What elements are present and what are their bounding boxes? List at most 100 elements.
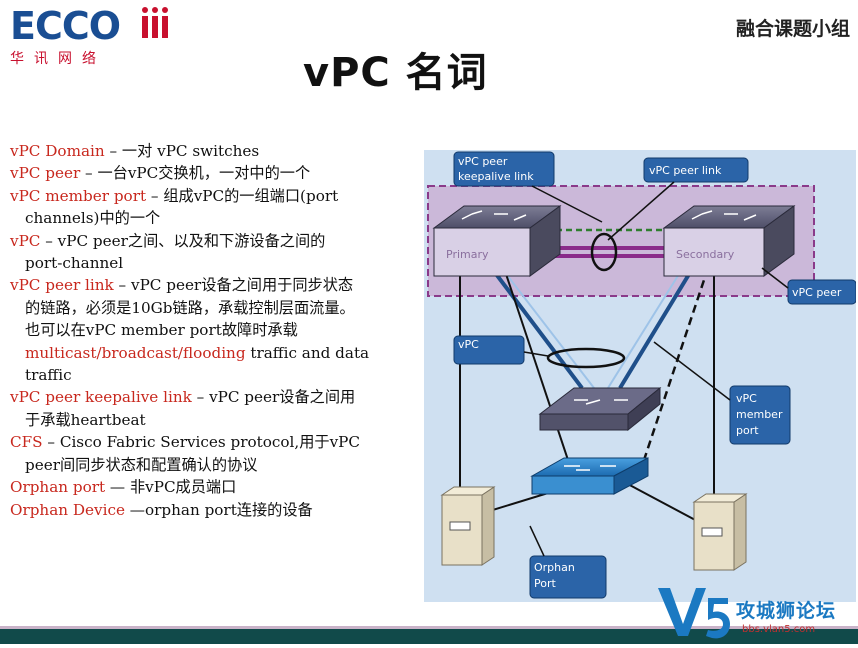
term-line: vPC member port – 组成vPC的一组端口(port bbox=[10, 185, 430, 207]
term-name: vPC peer bbox=[10, 164, 81, 183]
term-name: vPC member port bbox=[10, 186, 147, 205]
term-line: 于承载heartbeat bbox=[10, 409, 430, 431]
server-left bbox=[440, 486, 496, 566]
callout-vpc bbox=[453, 335, 549, 365]
term-definition: 组成vPC的一组端口(port bbox=[163, 186, 339, 205]
term-line: multicast/broadcast/flooding traffic and… bbox=[10, 342, 430, 364]
term-item: Orphan port — 非vPC成员端口 bbox=[10, 476, 430, 498]
term-definition: Cisco Fabric Services protocol,用于vPC bbox=[59, 433, 361, 452]
term-item: vPC – vPC peer之间、以及和下游设备之间的 port-channel bbox=[10, 230, 430, 275]
logo-mark-icon bbox=[142, 7, 168, 38]
term-separator: – bbox=[80, 164, 98, 183]
term-line: peer间同步状态和配置确认的协议 bbox=[10, 454, 430, 476]
term-name: Orphan port bbox=[10, 478, 106, 497]
term-name: vPC Domain bbox=[10, 142, 105, 160]
term-line: vPC peer link – vPC peer设备之间用于同步状态 bbox=[10, 274, 430, 296]
peer-link-ellipse bbox=[590, 232, 618, 272]
page-title: vPC 名词 bbox=[303, 50, 488, 96]
vpc-link-2 bbox=[618, 264, 696, 390]
primary-switch bbox=[432, 205, 562, 277]
term-definition: 一对 vPC switches bbox=[121, 142, 260, 160]
callout-orphan-port bbox=[529, 525, 607, 599]
term-name: CFS bbox=[10, 433, 43, 452]
term-line: vPC Domain – 一对 vPC switches bbox=[10, 140, 430, 162]
term-line: vPC peer keepalive link – vPC peer设备之间用 bbox=[10, 386, 430, 408]
term-definition: peer间同步状态和配置确认的协议 bbox=[25, 455, 258, 474]
term-separator: – bbox=[146, 186, 164, 205]
term-line: Orphan port — 非vPC成员端口 bbox=[10, 476, 430, 498]
term-line: channels)中的一个 bbox=[10, 207, 430, 229]
footer-bar bbox=[0, 626, 858, 644]
callout-keepalive bbox=[453, 151, 603, 223]
term-definition: channels)中的一个 bbox=[25, 209, 161, 228]
term-definition: vPC peer设备之间用 bbox=[209, 388, 356, 407]
term-separator: — bbox=[124, 500, 145, 519]
logo-text: ECCO bbox=[10, 4, 121, 48]
term-item: CFS – Cisco Fabric Services protocol,用于v… bbox=[10, 431, 430, 476]
term-separator: – bbox=[191, 388, 210, 407]
term-name: Orphan Device bbox=[10, 500, 125, 519]
group-name: 融合课题小组 bbox=[735, 18, 850, 40]
term-separator: – bbox=[42, 433, 60, 452]
term-item: vPC Domain – 一对 vPC switches bbox=[10, 140, 430, 162]
term-definition: 也可以在vPC member port故障时承载 bbox=[25, 321, 298, 340]
access-switch bbox=[538, 386, 662, 432]
term-name: vPC peer link bbox=[10, 276, 114, 295]
watermark-site: bbs.vlan5.com bbox=[742, 624, 816, 635]
term-line: 也可以在vPC member port故障时承载 bbox=[10, 319, 430, 341]
v5-logo-icon bbox=[658, 588, 730, 639]
term-definition: port-channel bbox=[25, 254, 124, 273]
term-highlight: multicast/broadcast/flooding bbox=[25, 343, 246, 362]
callout-vpc-peer-text: vPC peer bbox=[792, 286, 842, 299]
term-item: vPC peer keepalive link – vPC peer设备之间用于… bbox=[10, 386, 430, 431]
watermark-text: 攻城狮论坛 bbox=[736, 600, 837, 622]
vpc-link-2b bbox=[607, 265, 685, 389]
term-definition: 的链路，必须是10Gb链路，承载控制层面流量。 bbox=[25, 298, 355, 317]
orphan-switch bbox=[530, 457, 649, 495]
orphan-link-mid bbox=[503, 267, 575, 479]
vpc-ellipse bbox=[546, 347, 626, 369]
callout-vpc-text: vPC bbox=[458, 338, 479, 351]
term-definition: vPC peer设备之间用于同步状态 bbox=[130, 276, 354, 295]
term-line: traffic bbox=[10, 364, 430, 386]
term-definition: orphan port连接的设备 bbox=[145, 500, 313, 519]
term-name: vPC bbox=[10, 231, 41, 250]
server-right bbox=[692, 493, 748, 571]
term-line: vPC peer – 一台vPC交换机，一对中的一个 bbox=[10, 162, 430, 184]
term-definition: 非vPC成员端口 bbox=[129, 478, 237, 497]
term-definition: traffic and data bbox=[245, 343, 370, 362]
term-item: Orphan Device —orphan port连接的设备 bbox=[10, 499, 430, 521]
term-separator: – bbox=[113, 276, 131, 295]
primary-label: Primary bbox=[446, 248, 489, 261]
watermark: 攻城狮论坛 bbs.vlan5.com bbox=[652, 580, 857, 644]
term-separator: – bbox=[104, 142, 122, 160]
term-line: Orphan Device —orphan port连接的设备 bbox=[10, 499, 430, 521]
term-line: port-channel bbox=[10, 252, 430, 274]
term-item: vPC peer – 一台vPC交换机，一对中的一个 bbox=[10, 162, 430, 184]
term-definition: 于承载heartbeat bbox=[25, 410, 146, 429]
secondary-switch bbox=[662, 205, 796, 277]
term-definition: traffic bbox=[25, 366, 72, 385]
term-item: vPC peer link – vPC peer设备之间用于同步状态的链路，必须… bbox=[10, 274, 430, 386]
term-name: vPC peer keepalive link bbox=[10, 388, 192, 407]
vpc-link-1 bbox=[488, 264, 584, 390]
term-line: vPC – vPC peer之间、以及和下游设备之间的 bbox=[10, 230, 430, 252]
term-separator: – bbox=[40, 231, 58, 250]
ecco-logo: ECCO 华讯网络 bbox=[10, 4, 121, 68]
callout-peer-link-text: vPC peer link bbox=[649, 164, 722, 177]
logo-subtext: 华讯网络 bbox=[10, 51, 106, 67]
term-line: 的链路，必须是10Gb链路，承载控制层面流量。 bbox=[10, 297, 430, 319]
callout-vpc-peer bbox=[761, 267, 856, 305]
standby-link bbox=[636, 267, 710, 479]
vpc-diagram: Primary Secondary bbox=[424, 150, 856, 602]
secondary-label: Secondary bbox=[676, 248, 735, 261]
term-definition: vPC peer之间、以及和下游设备之间的 bbox=[57, 231, 326, 250]
term-separator: — bbox=[105, 478, 130, 497]
vpc-diagram-svg: Primary Secondary bbox=[427, 151, 856, 599]
